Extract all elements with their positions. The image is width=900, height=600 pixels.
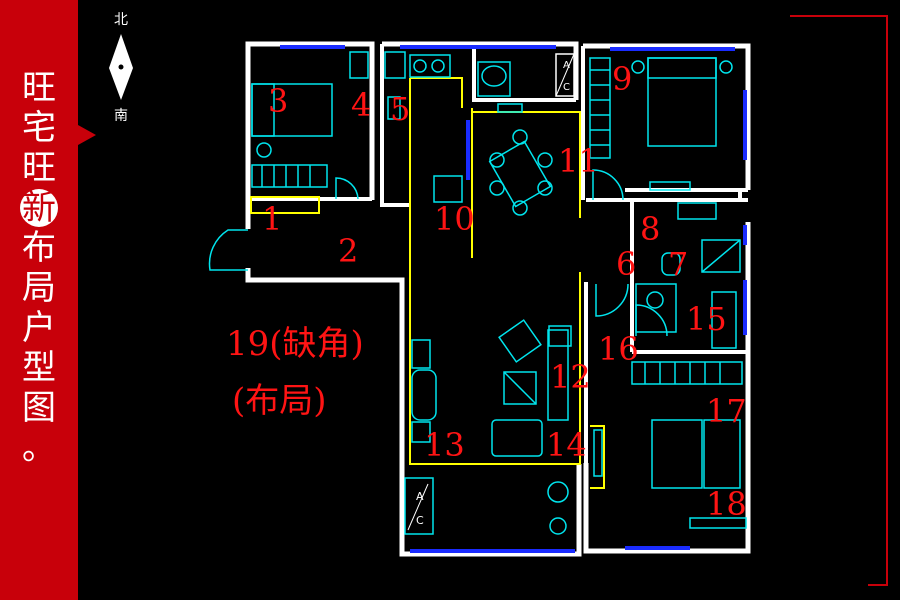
title-char: 。 (22, 428, 56, 468)
dining-table-icon (488, 140, 552, 208)
room-label: 14 (546, 426, 587, 464)
exterior-walls (245, 41, 751, 557)
room-label: 5 (390, 90, 410, 128)
sofa-icon (491, 419, 543, 457)
room-label: 13 (424, 426, 465, 464)
windows (280, 45, 747, 553)
bed-icon (651, 419, 703, 489)
title-char: 宅 (22, 108, 56, 148)
furniture (208, 51, 747, 535)
room-label: 4 (351, 86, 371, 124)
ac-unit-top: A C (555, 53, 575, 97)
title-char: 旺 (22, 148, 56, 188)
compass-icon: 北 南 (109, 12, 133, 124)
title-char: 旺 (22, 68, 56, 108)
room-label: 16 (598, 330, 639, 368)
plant-icon (547, 481, 569, 503)
compass-south: 南 (114, 108, 128, 124)
room-label: 9 (612, 60, 632, 98)
ac-unit-bottom: A C (407, 483, 429, 531)
room-label: 11 (558, 142, 599, 180)
room-label: 17 (706, 392, 747, 430)
bed-icon (251, 83, 333, 137)
vertical-title: 旺 宅 旺 新 布 局 户 型 图 。 (14, 68, 64, 468)
bed-icon (647, 57, 717, 147)
sidebar-arrow (78, 125, 96, 145)
zone-outlines (250, 77, 605, 489)
room-label: 15 (686, 300, 727, 338)
frame-corner (790, 15, 888, 586)
title-char-highlight: 新 (20, 188, 58, 228)
room-label: 2 (338, 232, 358, 270)
title-char: 图 (22, 388, 56, 428)
room-label: 12 (550, 358, 591, 396)
title-char: 局 (22, 268, 56, 308)
room-label: 18 (706, 485, 747, 523)
title-sidebar: 旺 宅 旺 新 布 局 户 型 图 。 (0, 0, 78, 600)
compass-north: 北 (114, 12, 128, 28)
coffee-table-icon (503, 371, 537, 405)
room-label: 3 (268, 82, 288, 120)
ac-label: C (563, 82, 570, 93)
title-char: 布 (22, 228, 56, 268)
ac-label: A (563, 60, 570, 71)
room-labels: 1 2 3 4 5 6 7 8 9 10 11 12 13 14 15 16 1… (226, 60, 747, 523)
plant-icon (549, 517, 567, 535)
room-label: 8 (640, 210, 660, 248)
room-label: 10 (434, 200, 475, 238)
missing-corner-sublabel: (布局) (232, 381, 327, 421)
room-label: 6 (616, 245, 636, 283)
room-label: 7 (668, 245, 688, 283)
ac-label: A (416, 490, 424, 503)
interior-walls (248, 44, 748, 463)
title-char: 型 (22, 348, 56, 388)
title-char: 户 (22, 308, 56, 348)
room-label: 1 (262, 200, 282, 238)
ac-label: C (416, 514, 424, 527)
missing-corner-label: 19(缺角) (226, 324, 364, 364)
